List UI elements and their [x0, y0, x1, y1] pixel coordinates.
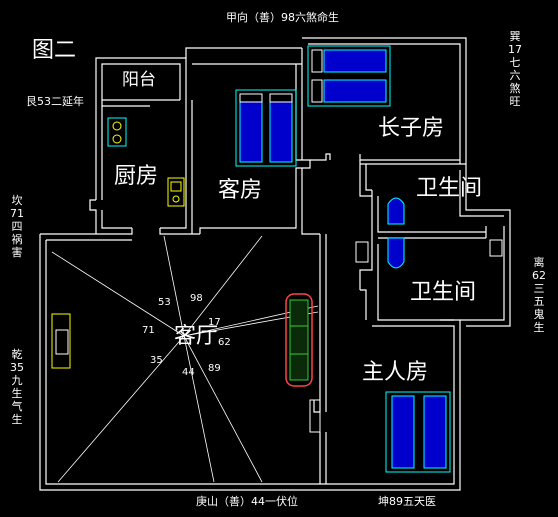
room-living-label: 客厅 [174, 324, 219, 349]
guest-right-inner [199, 64, 311, 234]
living-top-wall-left [40, 228, 133, 235]
sector-number-71: 71 [142, 325, 155, 336]
stove-burner-icon [112, 121, 122, 131]
sector-number-89: 89 [208, 363, 221, 374]
compass-left-bottom-label: 乾35九生气生 [10, 348, 24, 426]
sector-line-6 [183, 335, 263, 483]
compass-sector-lines [51, 235, 319, 483]
kitchen-sink [167, 177, 185, 207]
balcony-stove [107, 117, 127, 147]
guest-bed-right [269, 101, 293, 163]
tv-cabinet [51, 313, 71, 369]
sector-line-2 [163, 235, 185, 337]
son-pillow-icon [311, 79, 323, 103]
son-outer [302, 37, 467, 170]
room-eldest-son-label: 长子房 [378, 116, 445, 141]
balcony-outer [95, 57, 187, 200]
bath1-right-inner [459, 170, 504, 217]
bath1-fixture [387, 197, 405, 225]
son-bottom-wall [359, 154, 460, 161]
master-bed-frame [385, 391, 451, 473]
compass-upper-left-note: 艮53二延年 [26, 95, 84, 108]
room-bathroom-1-label: 卫生间 [416, 176, 483, 201]
master-left-wall [313, 234, 321, 413]
sector-line-3 [183, 235, 263, 337]
kitchen-left-wall [89, 199, 97, 234]
room-balcony-label: 阳台 [122, 70, 156, 90]
bath2-right-wall [460, 226, 505, 321]
master-bed-right [423, 395, 447, 469]
sector-line-7 [183, 335, 215, 483]
sector-number-44: 44 [182, 367, 195, 378]
bath1-right-outer [465, 170, 511, 226]
son-door-jamb [310, 153, 331, 161]
guest-top-outer [185, 47, 302, 58]
kitchen-right-wall [160, 100, 187, 229]
furniture [51, 45, 503, 473]
guest-bed-left [239, 101, 263, 163]
guest-bottom-right [301, 168, 320, 235]
sink-drain-icon [172, 195, 180, 203]
guest-bed-frame [235, 89, 297, 167]
bath-sink [489, 239, 503, 257]
guest-pillow-icon [239, 93, 263, 103]
sector-number-62: 62 [218, 337, 231, 348]
living-top-wall-mid [159, 228, 200, 235]
bath-left-wall [359, 190, 373, 290]
corridor-jog [360, 289, 367, 320]
room-master-label: 主人房 [362, 360, 429, 385]
balcony-inner [101, 63, 181, 200]
bath2-bottom [377, 244, 454, 321]
son-pillow-icon [311, 49, 323, 73]
son-bed-top [323, 49, 387, 73]
compass-left-top-label: 坎71四祸害 [10, 194, 24, 259]
master-bed-left [391, 395, 415, 469]
sector-line-1 [51, 251, 185, 337]
door-marker [309, 399, 321, 433]
sofa [285, 293, 313, 387]
stove-burner-icon [112, 134, 122, 144]
sink-basin-icon [170, 181, 182, 192]
room-bathroom-2-label: 卫生间 [410, 280, 477, 305]
outer-wall-left-bottom-inner [45, 240, 455, 485]
son-bed-frame [307, 45, 391, 107]
sector-number-98: 98 [190, 293, 203, 304]
compass-right-top-label: 巽17七六煞旺 [508, 30, 522, 108]
son-inner [308, 43, 461, 164]
room-kitchen-label: 厨房 [114, 164, 159, 189]
sector-number-53: 53 [158, 297, 171, 308]
son-bed-bottom [323, 79, 387, 103]
bath2-right-outer [466, 226, 511, 327]
compass-right-bottom-label: 离62三五鬼生 [532, 256, 546, 334]
sector-number-17: 17 [208, 317, 221, 328]
compass-top-label: 甲向（善）98六煞命生 [226, 11, 339, 24]
kitchen-bottom-left [101, 210, 132, 229]
figure-label: 图二 [32, 38, 77, 63]
walls [39, 37, 511, 491]
sector-number-35: 35 [150, 355, 163, 366]
compass-bottom-right-label: 坤89五天医 [378, 495, 436, 508]
guest-pillow-icon [269, 93, 293, 103]
sector-line-8 [57, 335, 185, 483]
compass-bottom-left-label: 庚山（善）44一伏位 [196, 495, 298, 508]
bath1-left-top [359, 160, 372, 197]
room-guest-label: 客房 [218, 178, 263, 203]
bath-divider [377, 196, 486, 233]
wall-marker [355, 241, 369, 263]
tv-screen-icon [55, 329, 69, 355]
sofa-cushions [289, 299, 309, 381]
bath2-fixture [387, 237, 405, 269]
bath1-left-inner [365, 164, 372, 191]
